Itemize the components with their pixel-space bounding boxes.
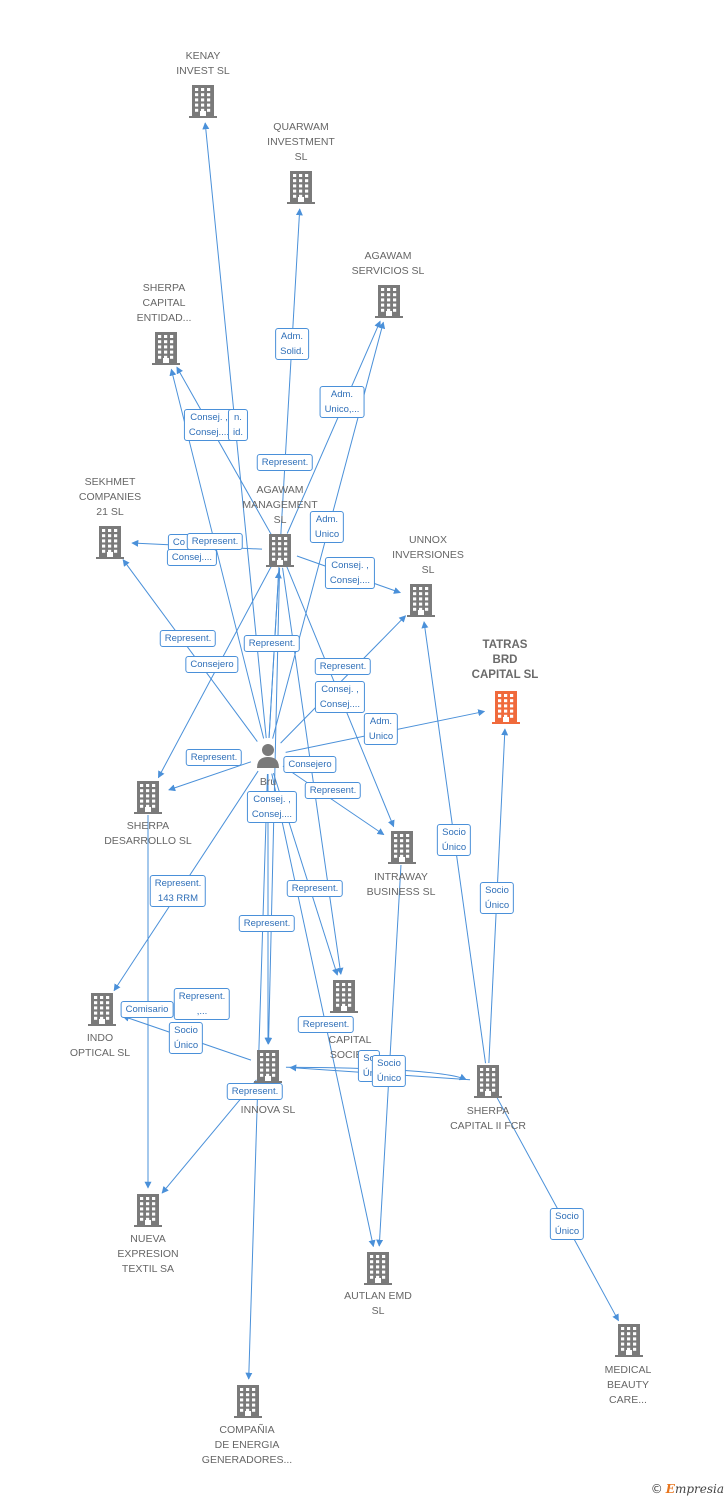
building-icon-tatras[interactable]: [492, 691, 520, 724]
edge-bru-to-sekhmet: [122, 559, 258, 742]
node-label-bru: Bru: [259, 776, 277, 788]
building-icon-sherpa_cap_soc[interactable]: [330, 980, 358, 1013]
node-label-nueva: NUEVA EXPRESION TEXTIL SA: [117, 1233, 179, 1275]
person-icon-bru[interactable]: [257, 744, 279, 768]
edge-label: Consej. , Consej....: [314, 681, 366, 713]
edge-label: Socio Único: [436, 824, 472, 856]
edge-label: Represent.: [243, 635, 301, 652]
building-icon-sherpa_fcr[interactable]: [474, 1065, 502, 1098]
node-label-indo: INDO OPTICAL SL: [69, 1032, 131, 1059]
node-label-quarwam: QUARWAM INVESTMENT SL: [267, 121, 335, 163]
edge-label: Represent.: [297, 1016, 355, 1033]
edge-label: Consej. , Consej....: [183, 409, 235, 441]
edge-label: Represent.: [226, 1083, 284, 1100]
building-icon-agawam_serv[interactable]: [375, 285, 403, 318]
edge-label: Consej. , Consej....: [246, 791, 298, 823]
edge-label: Adm. Solid.: [275, 328, 309, 360]
edge-label: Represent.: [186, 533, 244, 550]
edge-label: Consej....: [166, 549, 218, 566]
edge-label: Socio Único: [549, 1208, 585, 1240]
node-label-sherpa_ent: SHERPA CAPITAL ENTIDAD...: [136, 282, 192, 324]
building-icon-indo[interactable]: [88, 993, 116, 1026]
building-icon-intraway[interactable]: [388, 831, 416, 864]
building-icon-sherpa_des[interactable]: [134, 781, 162, 814]
edge-label: Consej. , Consej....: [324, 557, 376, 589]
node-label-agawam_serv: AGAWAM SERVICIOS SL: [351, 250, 425, 277]
brand-name: mpresia: [674, 1482, 724, 1496]
node-label-kenay: KENAY INVEST SL: [176, 50, 230, 77]
edge-agawam_mgmt-to-sherpa_ent: [176, 366, 272, 535]
edge-label: Represent.: [314, 658, 372, 675]
edge-bru-to-intraway: [282, 765, 385, 836]
node-label-innova: INNOVA SL: [240, 1104, 296, 1116]
node-label-compania: COMPAÑIA DE ENERGIA GENERADORES...: [201, 1424, 293, 1466]
brand-logo: ©Empresia: [651, 1482, 724, 1496]
node-label-sherpa_fcr: SHERPA CAPITAL II FCR: [450, 1105, 526, 1132]
edge-bru-to-agawam_mgmt: [268, 571, 282, 739]
copyright-symbol: ©: [650, 1482, 663, 1496]
edge-label: Adm. Unico: [363, 713, 399, 745]
node-label-tatras: TATRAS BRD CAPITAL SL: [471, 639, 539, 681]
node-label-autlan: AUTLAN EMD SL: [344, 1290, 412, 1317]
edge-label: Represent.: [304, 782, 362, 799]
node-label-unnox: UNNOX INVERSIONES SL: [392, 534, 464, 576]
building-icon-sekhmet[interactable]: [96, 526, 124, 559]
node-label-medical: MEDICAL BEAUTY CARE...: [604, 1364, 652, 1406]
edge-bru-to-unnox: [280, 615, 407, 744]
brand-initial: E: [665, 1482, 675, 1496]
building-icon-innova[interactable]: [254, 1050, 282, 1083]
edge-label: Consejero: [283, 756, 337, 773]
node-label-sekhmet: SEKHMET COMPANIES 21 SL: [78, 476, 142, 518]
edge-label: Represent. ,...: [173, 988, 231, 1020]
building-icon-sherpa_ent[interactable]: [152, 332, 180, 365]
edge-label: n. id.: [227, 409, 249, 441]
edge-label: Represent.: [159, 630, 217, 647]
building-icon-autlan[interactable]: [364, 1252, 392, 1285]
edge-agawam_mgmt-to-agawam_serv: [286, 320, 381, 534]
edge-label: Comisario: [120, 1001, 174, 1018]
edge-bru-to-autlan: [271, 773, 376, 1248]
edge-label: Socio Único: [168, 1022, 204, 1054]
edge-label: Consejero: [185, 656, 239, 673]
building-icon-kenay[interactable]: [189, 85, 217, 118]
building-icon-agawam_mgmt[interactable]: [266, 534, 294, 567]
node-label-sherpa_des: SHERPA DESARROLLO SL: [104, 820, 192, 847]
node-label-intraway: INTRAWAY BUSINESS SL: [366, 871, 436, 898]
edge-label: Socio Único: [479, 882, 515, 914]
edge-label: Represent.: [238, 915, 296, 932]
edge-innova-to-sherpa_fcr: [285, 1066, 467, 1081]
edge-label: Represent.: [256, 454, 314, 471]
building-icon-unnox[interactable]: [407, 584, 435, 617]
building-icon-medical[interactable]: [615, 1324, 643, 1357]
building-icon-nueva[interactable]: [134, 1194, 162, 1227]
edge-label: Adm. Unico: [309, 511, 345, 543]
edge-bru-to-sherpa_des: [168, 761, 252, 792]
node-label-agawam_mgmt: AGAWAM MANAGEMENT SL: [242, 484, 318, 526]
edge-label: Represent.: [185, 749, 243, 766]
building-icon-compania[interactable]: [234, 1385, 262, 1418]
edge-label: Adm. Unico,...: [319, 386, 365, 418]
edge-label: Represent.: [286, 880, 344, 897]
edge-label: Represent. 143 RRM: [149, 875, 207, 907]
edge-label: Socio Único: [371, 1055, 407, 1087]
building-icon-quarwam[interactable]: [287, 171, 315, 204]
